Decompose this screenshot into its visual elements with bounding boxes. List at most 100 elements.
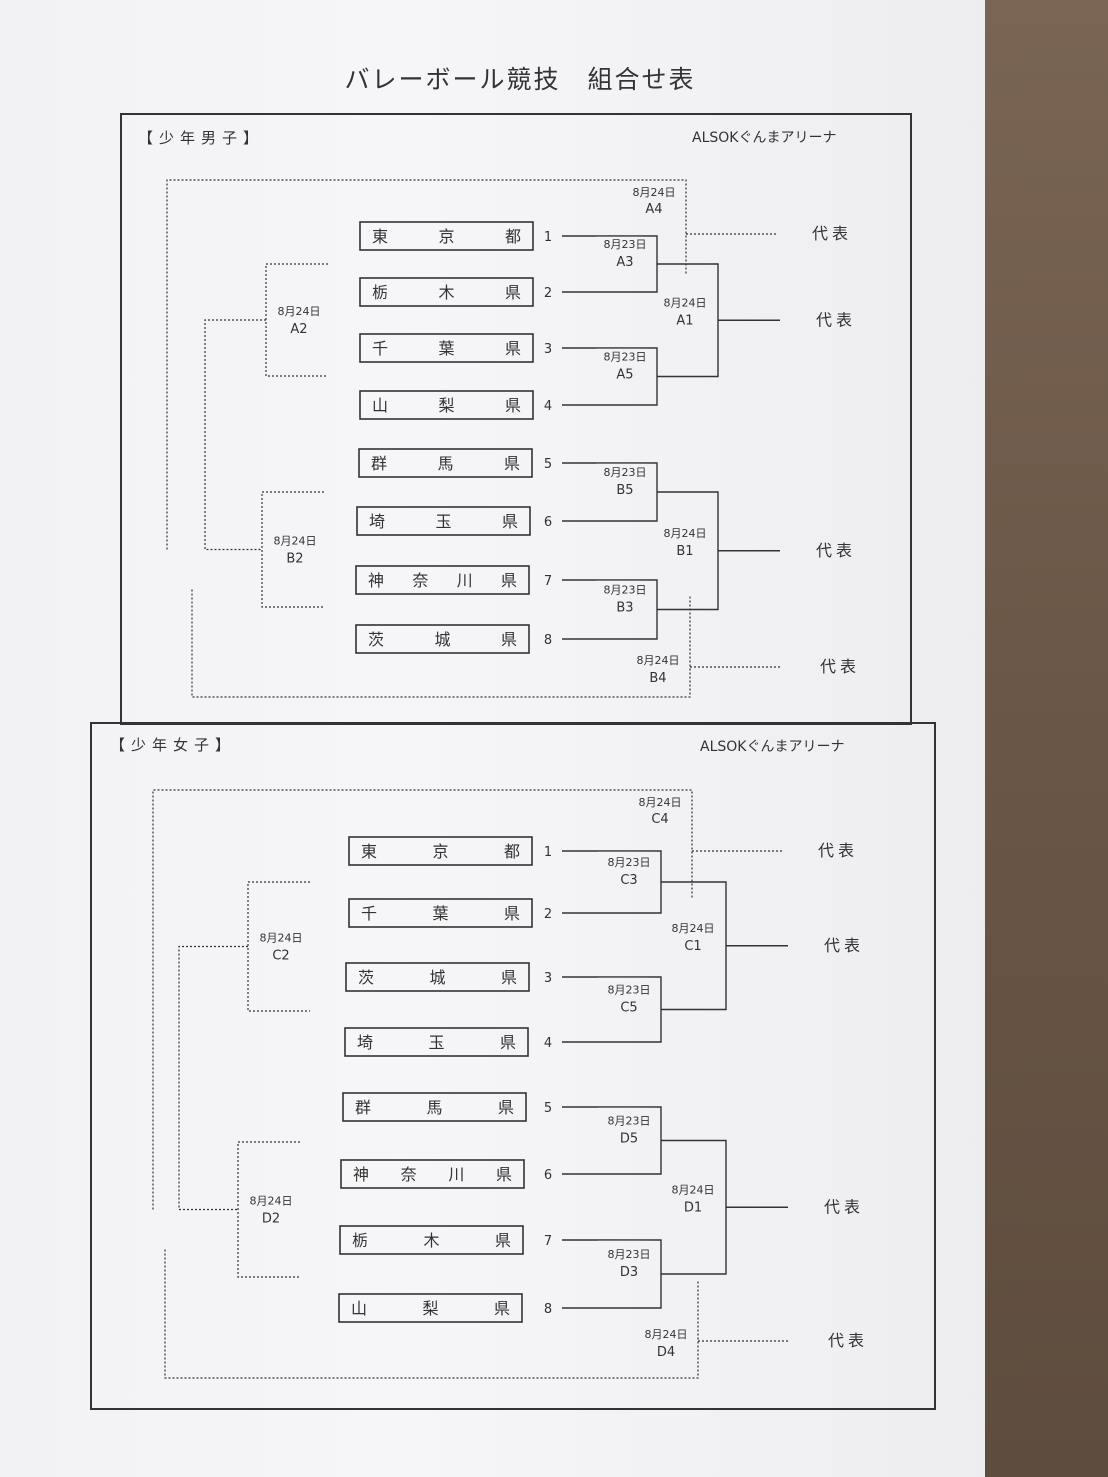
match-code: C4 [651, 812, 668, 827]
match-code: C2 [272, 949, 289, 964]
team-name-char: 京 [432, 842, 448, 861]
match-date: 8月24日 [260, 932, 303, 945]
girls-bracket-panel: 【少年女子】 ALSOKぐんまアリーナ [90, 722, 936, 1410]
left-bracket-join [204, 319, 266, 551]
team-name-char: 玉 [435, 512, 451, 531]
team-name-char: 梨 [438, 396, 454, 415]
representative-label: 代表 [818, 841, 858, 860]
boys-venue: ALSOKぐんまアリーナ [692, 130, 837, 146]
match-date: 8月24日 [645, 1328, 688, 1341]
team-name-char: 群 [355, 1098, 371, 1117]
seed-number: 1 [544, 845, 552, 860]
team-name-char: 神 [368, 571, 384, 590]
team-name-char: 埼 [357, 1033, 373, 1052]
team-box [345, 962, 530, 992]
girls-venue: ALSOKぐんまアリーナ [700, 739, 845, 755]
team-name-char: 山 [372, 396, 388, 415]
team-name-char: 千 [372, 339, 388, 358]
team-name-char: 東 [361, 842, 377, 861]
match-date: 8月24日 [639, 796, 682, 809]
team-box [359, 333, 534, 363]
team-name-char: 茨 [358, 968, 374, 987]
seed-number: 6 [544, 1168, 552, 1183]
team-name-char: 葉 [432, 904, 448, 923]
match-date: 8月23日 [604, 238, 647, 251]
girls-section-header: 【少年女子】 [110, 736, 237, 754]
seed-number: 2 [544, 907, 552, 922]
team-name-char: 都 [504, 842, 520, 861]
seed-number: 6 [544, 515, 552, 530]
match-code: A3 [616, 255, 633, 270]
left-bracket [261, 491, 324, 608]
team-name-char: 栃 [372, 283, 388, 302]
team-box [348, 898, 533, 928]
match-code: A1 [676, 313, 693, 328]
outer-loop-bottom [191, 589, 691, 698]
left-bracket [237, 1141, 300, 1278]
team-box [355, 565, 530, 595]
outer-loop-bottom [164, 1249, 699, 1379]
match-code: B1 [676, 544, 693, 559]
outer-loop-top [152, 789, 693, 1210]
seed-number: 8 [544, 1302, 552, 1317]
match-date: 8月24日 [664, 527, 707, 540]
representative-label: 代表 [824, 936, 864, 955]
team-name-char: 木 [423, 1231, 439, 1250]
representative-label: 代表 [816, 310, 856, 329]
team-box [358, 448, 533, 478]
team-name-char: 県 [500, 1033, 516, 1052]
match-date: 8月23日 [608, 984, 651, 997]
representative-label: 代表 [828, 1331, 868, 1350]
seed-number: 5 [544, 1101, 552, 1116]
team-name-char: 群 [371, 454, 387, 473]
team-name-char: 梨 [422, 1299, 438, 1318]
team-box [359, 221, 534, 251]
team-box [342, 1092, 527, 1122]
team-box [338, 1293, 523, 1323]
representative-label: 代表 [816, 541, 856, 560]
match-code: A2 [290, 322, 307, 337]
team-box [359, 390, 534, 420]
representative-label: 代表 [820, 657, 860, 676]
match-code: C5 [620, 1001, 637, 1016]
team-name-char: 県 [501, 571, 517, 590]
seed-number: 5 [544, 457, 552, 472]
team-name-char: 葉 [438, 339, 454, 358]
match-date: 8月24日 [672, 1183, 715, 1196]
team-name-char: 県 [504, 454, 520, 473]
match-code: D3 [620, 1265, 638, 1280]
match-date: 8月23日 [608, 1115, 651, 1128]
match-code: B4 [649, 671, 666, 686]
team-name-char: 玉 [428, 1033, 444, 1052]
team-box [340, 1159, 525, 1189]
team-name-char: 城 [429, 968, 445, 987]
team-name-char: 千 [361, 904, 377, 923]
match-code: D2 [262, 1212, 280, 1227]
left-bracket [247, 881, 310, 1012]
team-name-char: 都 [505, 227, 521, 246]
team-name-char: 山 [351, 1299, 367, 1318]
team-name-char: 東 [372, 227, 388, 246]
match-date: 8月23日 [608, 856, 651, 869]
team-name-char: 埼 [369, 512, 385, 531]
team-name-char: 城 [434, 630, 450, 649]
team-name-char: 県 [498, 1098, 514, 1117]
team-box [344, 1027, 529, 1057]
team-box [339, 1225, 524, 1255]
page-title: バレーボール競技 組合せ表 [344, 65, 696, 94]
match-code: D1 [684, 1200, 702, 1215]
wooden-table-background [985, 0, 1108, 1477]
boys-section-header: 【少年男子】 [138, 129, 265, 147]
team-box [348, 836, 533, 866]
match-code: A5 [616, 368, 633, 383]
team-name-char: 県 [501, 968, 517, 987]
match-code: B2 [286, 552, 303, 567]
left-bracket [265, 263, 328, 377]
team-name-char: 川 [448, 1165, 464, 1184]
seed-number: 4 [544, 399, 552, 414]
seed-number: 7 [544, 1234, 552, 1249]
paper-sheet [0, 0, 1000, 1477]
team-name-char: 木 [438, 283, 454, 302]
team-name-char: 県 [504, 904, 520, 923]
